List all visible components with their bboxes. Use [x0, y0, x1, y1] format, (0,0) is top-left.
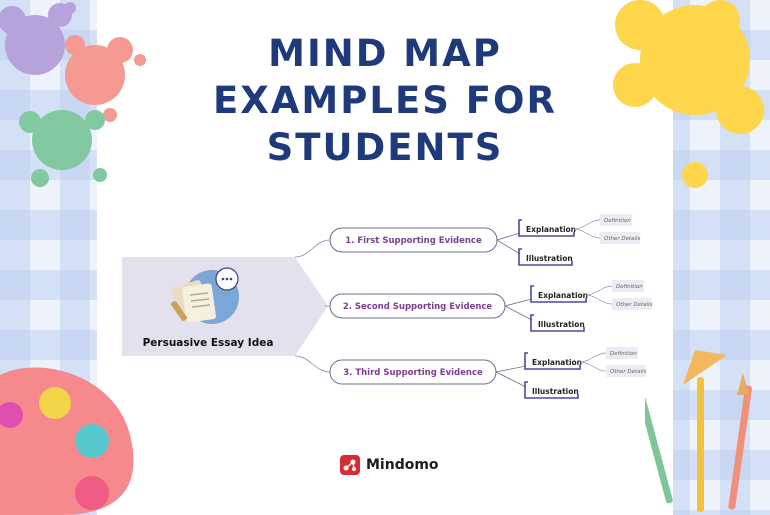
palette-yellow-well — [39, 387, 71, 419]
branch-node-label: 1. First Supporting Evidence — [345, 236, 482, 246]
leaf-node[interactable] — [600, 214, 632, 226]
paint-splash-decoration-top-left — [0, 2, 146, 187]
coral-brush — [728, 373, 752, 510]
central-node-label: Persuasive Essay Idea — [143, 337, 274, 349]
yellow-splash-decoration — [613, 0, 764, 188]
leaf-node-label: Other Details — [604, 236, 641, 242]
coral-splash — [65, 35, 146, 122]
branch-connector — [294, 355, 331, 373]
brand-name: Mindomo — [366, 457, 439, 473]
mindomo-logo-icon — [340, 455, 360, 475]
sub-connector — [495, 371, 527, 388]
illustration-node[interactable]: Illustration — [538, 320, 585, 329]
illustration-node[interactable]: Illustration — [532, 387, 579, 396]
leaf-connector — [573, 219, 601, 230]
page-title: MIND MAP EXAMPLES FOR STUDENTS — [97, 30, 673, 171]
title-line-3: STUDENTS — [266, 126, 504, 169]
leaf-node-label: Definition — [610, 351, 637, 357]
leaf-connector — [585, 285, 613, 296]
branch-2: 2. Second Supporting Evidence Explanation… — [325, 280, 653, 332]
sub-connector — [496, 232, 521, 241]
paint-palette-decoration — [0, 367, 134, 515]
leaf-node[interactable] — [600, 232, 640, 244]
branch-3: 3. Third Supporting Evidence ExplanationI… — [294, 347, 647, 399]
green-splash — [19, 110, 107, 187]
title-line-1: MIND MAP — [268, 32, 502, 75]
leaf-connector — [573, 228, 601, 239]
sub-connector — [496, 239, 521, 255]
leaf-node[interactable] — [612, 298, 652, 310]
illustration-bracket — [518, 248, 573, 266]
branch-node-label: 2. Second Supporting Evidence — [343, 302, 493, 312]
explanation-node[interactable]: Explanation — [526, 225, 576, 234]
illustration-bracket — [530, 314, 585, 332]
leaf-connector — [585, 294, 613, 305]
illustration-node[interactable]: Illustration — [526, 254, 573, 263]
leaf-node-label: Definition — [604, 218, 631, 224]
leaf-node[interactable] — [612, 280, 644, 292]
title-line-2: EXAMPLES FOR — [213, 79, 557, 122]
sub-connector — [504, 298, 533, 307]
branch-connector — [294, 239, 331, 258]
branch-1: 1. First Supporting Evidence ExplanationI… — [294, 214, 641, 266]
palette-pink-well — [0, 402, 23, 428]
branch-node-label: 3. Third Supporting Evidence — [343, 368, 483, 378]
leaf-connector — [579, 361, 607, 372]
fan-brush — [683, 350, 727, 512]
green-brush — [645, 396, 673, 504]
purple-splash — [0, 2, 76, 75]
sub-connector — [495, 365, 527, 373]
paintbrushes-decoration — [645, 350, 752, 512]
explanation-bracket — [524, 352, 581, 370]
brand-logo[interactable]: Mindomo — [340, 454, 439, 476]
central-node[interactable]: Persuasive Essay Idea — [122, 257, 328, 356]
leaf-node-label: Definition — [616, 284, 643, 290]
explanation-node[interactable]: Explanation — [532, 358, 582, 367]
illustration-bracket — [524, 381, 579, 399]
leaf-connector — [579, 352, 607, 363]
explanation-node[interactable]: Explanation — [538, 291, 588, 300]
leaf-node-label: Other Details — [610, 369, 647, 375]
palette-teal-well — [75, 424, 109, 458]
leaf-node[interactable] — [606, 347, 638, 359]
sub-connector — [504, 305, 533, 321]
palette-rose-well — [75, 476, 109, 510]
essay-idea-icon — [171, 267, 239, 324]
leaf-node[interactable] — [606, 365, 646, 377]
leaf-node-label: Other Details — [616, 302, 653, 308]
explanation-bracket — [518, 219, 575, 237]
explanation-bracket — [530, 285, 587, 303]
